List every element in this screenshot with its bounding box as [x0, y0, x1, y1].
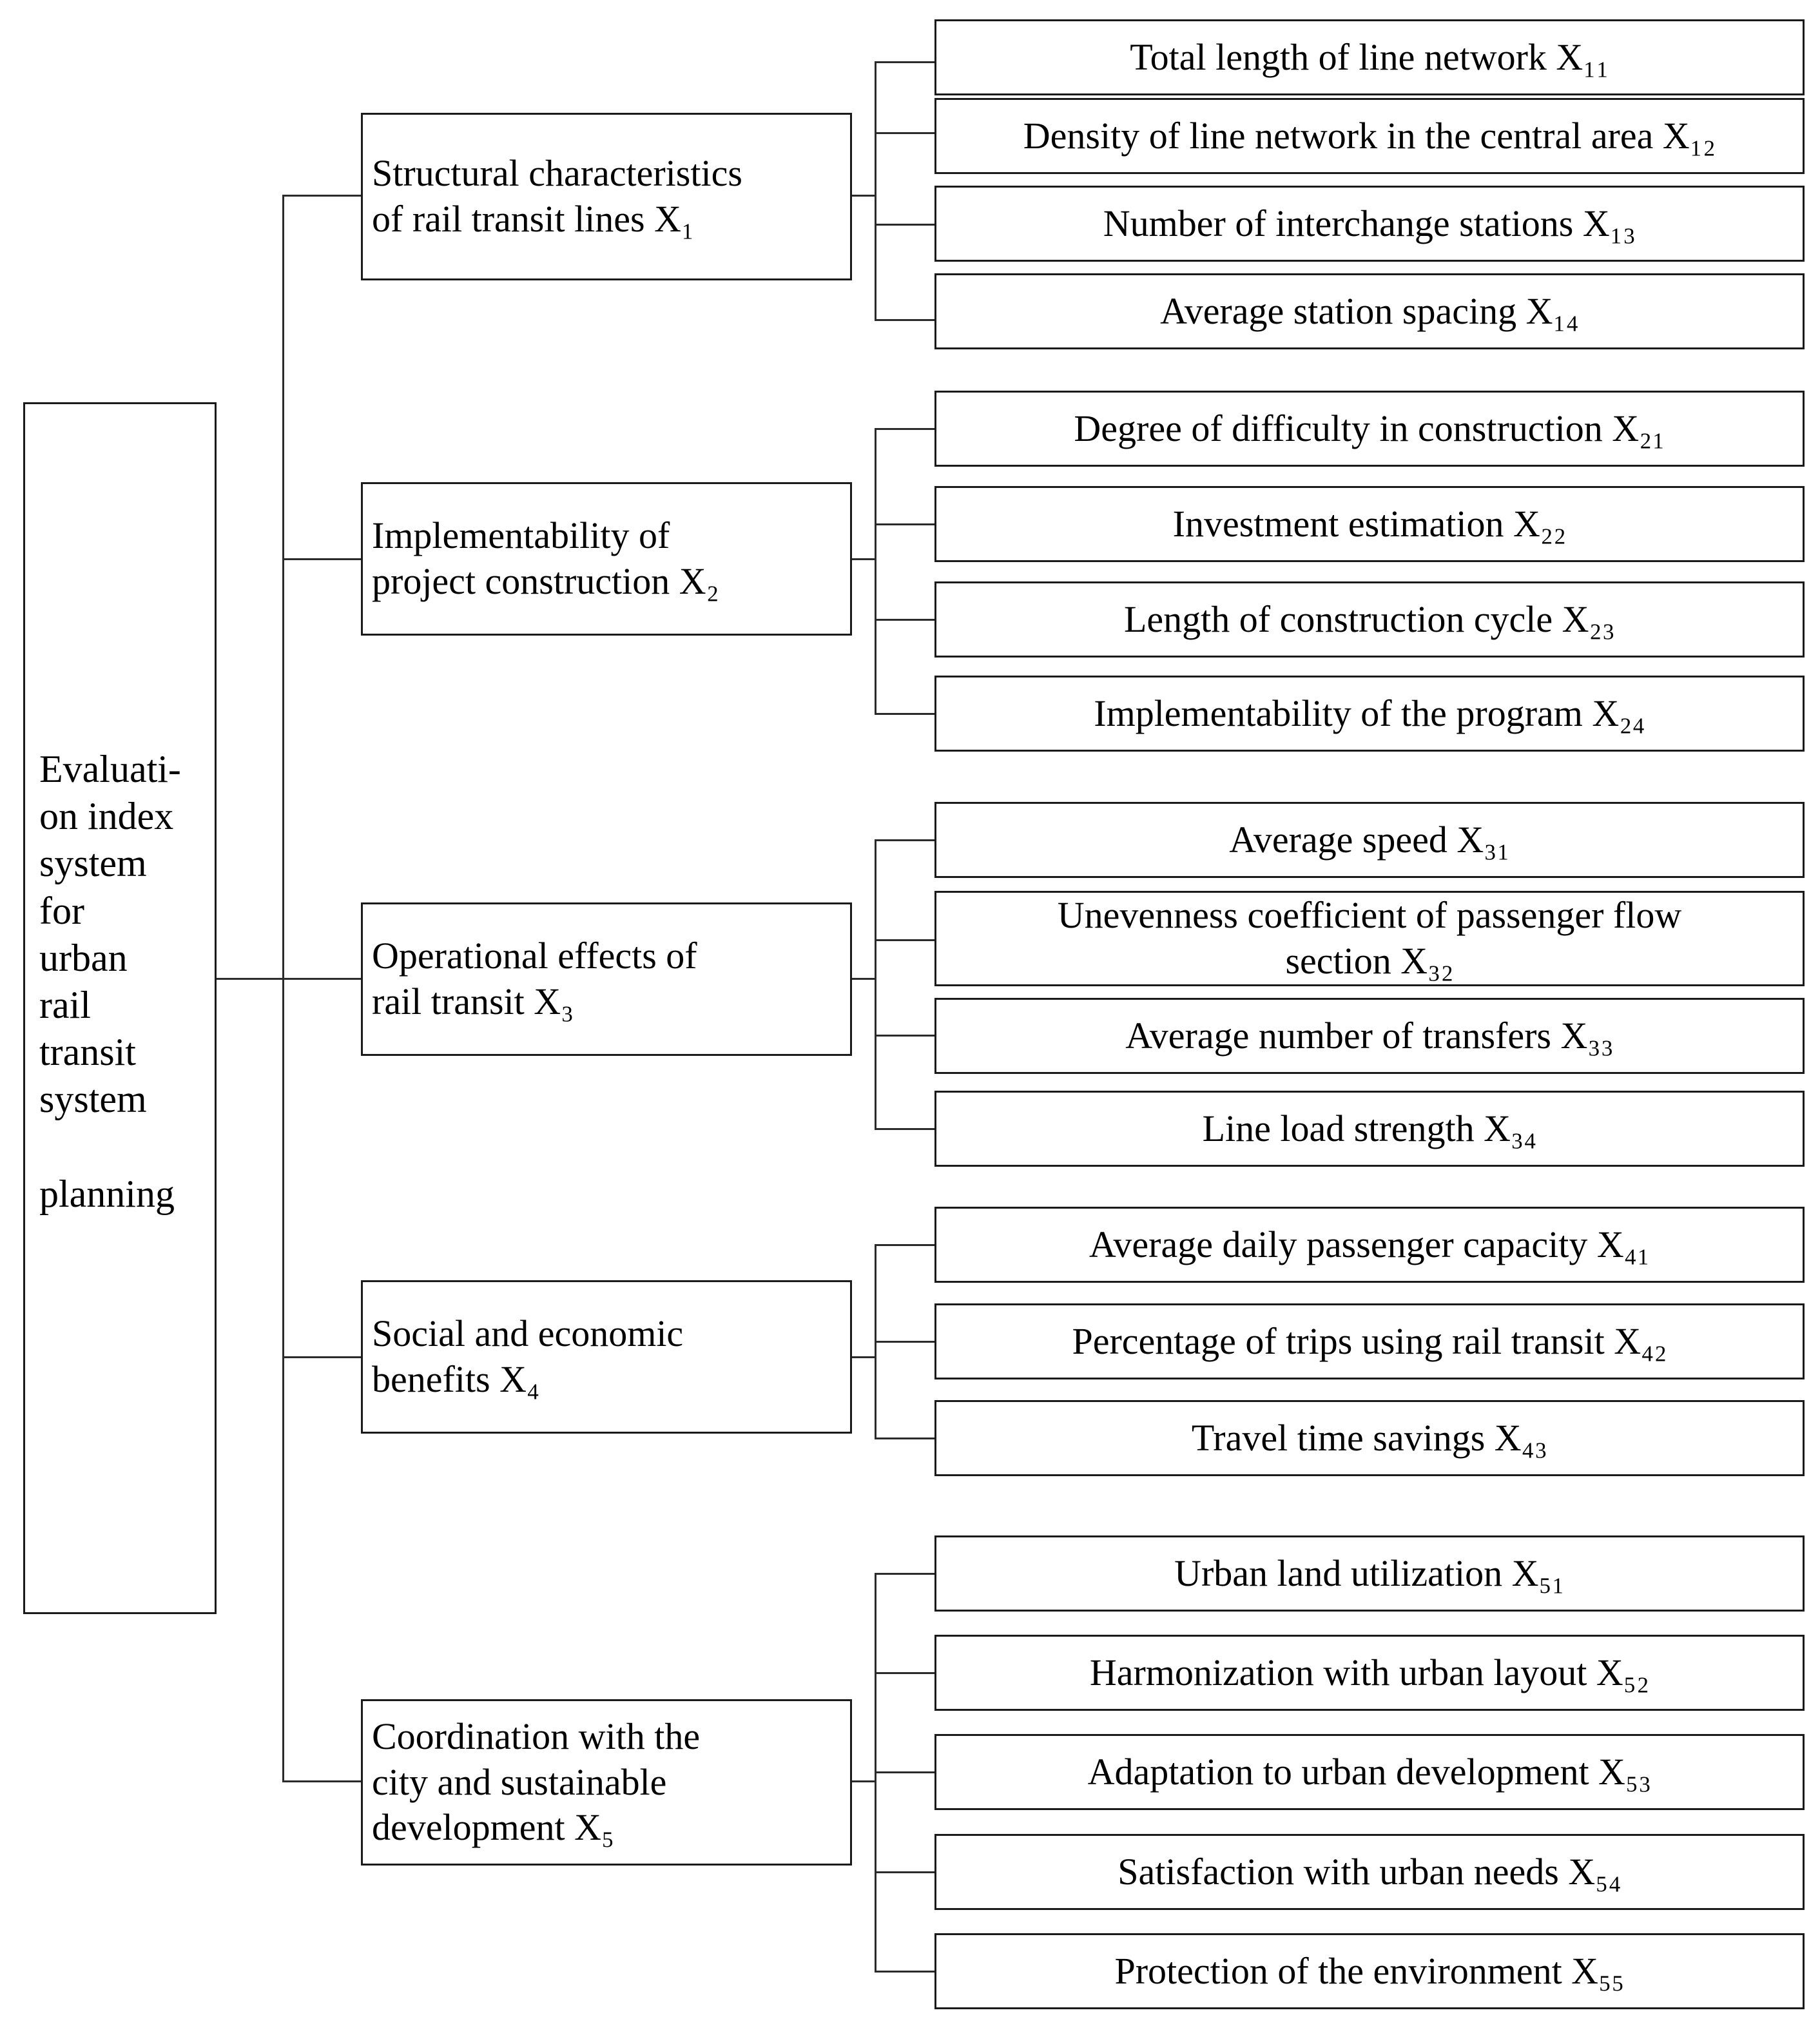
index-node-x13[interactable]: Number of interchange stations X₁₃: [934, 186, 1805, 262]
index-node-x22-label: Investment estimation X₂₂: [1172, 502, 1567, 545]
connector-x4-to-x41: [875, 1244, 936, 1246]
connector-root-to-trunk: [217, 978, 284, 980]
connector-x2-to-x22: [875, 523, 936, 525]
index-node-x24[interactable]: Implementability of the program X₂₄: [934, 676, 1805, 752]
connector-x2-to-x21: [875, 428, 936, 430]
group-node-x4[interactable]: Social and economic benefits X₄: [361, 1280, 852, 1434]
index-node-x51[interactable]: Urban land utilization X₅₁: [934, 1535, 1805, 1612]
index-node-x14[interactable]: Average station spacing X₁₄: [934, 273, 1805, 349]
connector-x2-subtrunk: [875, 428, 876, 713]
index-node-x53[interactable]: Adaptation to urban development X₅₃: [934, 1734, 1805, 1810]
connector-x1-stub: [852, 195, 876, 197]
index-node-x31[interactable]: Average speed X₃₁: [934, 802, 1805, 878]
connector-x1-to-x12: [875, 132, 936, 134]
connector-trunk-to-x2: [282, 558, 362, 560]
group-node-x3-label: Operational effects of rail transit X₃: [372, 935, 697, 1022]
index-node-x33-label: Average number of transfers X₃₃: [1125, 1014, 1614, 1057]
connector-x5-to-x52: [875, 1672, 936, 1674]
index-node-x43-label: Travel time savings X₄₃: [1191, 1416, 1548, 1459]
index-node-x12[interactable]: Density of line network in the central a…: [934, 98, 1805, 174]
index-node-x55[interactable]: Protection of the environment X₅₅: [934, 1933, 1805, 2009]
group-node-x2-label: Implementability of project construction…: [372, 514, 719, 602]
index-node-x52-label: Harmonization with urban layout X₅₂: [1089, 1651, 1650, 1693]
connector-x5-stub: [852, 1780, 876, 1782]
connector-x3-to-x32: [875, 939, 936, 941]
connector-trunk-to-x1: [282, 195, 362, 197]
connector-main-trunk: [282, 195, 284, 1782]
connector-x1-to-x14: [875, 319, 936, 321]
index-node-x34[interactable]: Line load strength X₃₄: [934, 1091, 1805, 1167]
index-node-x54-label: Satisfaction with urban needs X₅₄: [1118, 1850, 1622, 1893]
group-node-x2[interactable]: Implementability of project construction…: [361, 482, 852, 636]
connector-x5-to-x54: [875, 1871, 936, 1873]
connector-x4-stub: [852, 1356, 876, 1358]
root-node[interactable]: Evaluati- on index system for urban rail…: [23, 402, 217, 1614]
index-node-x53-label: Adaptation to urban development X₅₃: [1087, 1750, 1652, 1793]
connector-x5-to-x51: [875, 1573, 936, 1575]
connector-x1-to-x13: [875, 224, 936, 226]
index-node-x11-label: Total length of line network X₁₁: [1130, 35, 1609, 78]
connector-x1-to-x11: [875, 61, 936, 63]
connector-x4-to-x43: [875, 1437, 936, 1439]
index-node-x11[interactable]: Total length of line network X₁₁: [934, 19, 1805, 95]
index-node-x55-label: Protection of the environment X₅₅: [1114, 1949, 1625, 1992]
index-node-x12-label: Density of line network in the central a…: [1023, 114, 1716, 157]
connector-x3-to-x34: [875, 1128, 936, 1130]
group-node-x5[interactable]: Coordination with the city and sustainab…: [361, 1699, 852, 1866]
index-node-x23-label: Length of construction cycle X₂₃: [1124, 598, 1615, 640]
index-node-x22[interactable]: Investment estimation X₂₂: [934, 486, 1805, 562]
index-node-x51-label: Urban land utilization X₅₁: [1174, 1552, 1565, 1594]
index-node-x41[interactable]: Average daily passenger capacity X₄₁: [934, 1207, 1805, 1283]
index-node-x14-label: Average station spacing X₁₄: [1160, 289, 1579, 332]
index-node-x43[interactable]: Travel time savings X₄₃: [934, 1400, 1805, 1476]
connector-x2-stub: [852, 558, 876, 560]
connector-x2-to-x24: [875, 713, 936, 715]
connector-x3-to-x31: [875, 839, 936, 841]
index-node-x54[interactable]: Satisfaction with urban needs X₅₄: [934, 1834, 1805, 1910]
index-node-x42-label: Percentage of trips using rail transit X…: [1072, 1320, 1667, 1362]
index-node-x21-label: Degree of difficulty in construction X₂₁: [1074, 407, 1665, 449]
connector-x3-stub: [852, 978, 876, 980]
index-node-x52[interactable]: Harmonization with urban layout X₅₂: [934, 1635, 1805, 1711]
index-node-x31-label: Average speed X₃₁: [1229, 818, 1510, 861]
connector-trunk-to-x3: [282, 978, 362, 980]
connector-x4-to-x42: [875, 1341, 936, 1343]
group-node-x1-label: Structural characteristics of rail trans…: [372, 152, 742, 240]
index-node-x24-label: Implementability of the program X₂₄: [1094, 692, 1645, 734]
index-node-x32-label: Unevenness coefficient of passenger flow…: [1057, 894, 1682, 982]
connector-x5-to-x53: [875, 1771, 936, 1773]
connector-trunk-to-x5: [282, 1780, 362, 1782]
connector-x3-to-x33: [875, 1035, 936, 1037]
index-node-x13-label: Number of interchange stations X₁₃: [1103, 202, 1636, 244]
index-node-x32[interactable]: Unevenness coefficient of passenger flow…: [934, 891, 1805, 986]
group-node-x3[interactable]: Operational effects of rail transit X₃: [361, 902, 852, 1056]
group-node-x4-label: Social and economic benefits X₄: [372, 1312, 684, 1400]
index-node-x41-label: Average daily passenger capacity X₄₁: [1089, 1223, 1651, 1265]
connector-x5-to-x55: [875, 1971, 936, 1973]
group-node-x5-label: Coordination with the city and sustainab…: [372, 1715, 701, 1849]
connector-x1-subtrunk: [875, 61, 876, 319]
connector-x2-to-x23: [875, 619, 936, 621]
index-node-x21[interactable]: Degree of difficulty in construction X₂₁: [934, 391, 1805, 467]
index-node-x34-label: Line load strength X₃₄: [1202, 1107, 1537, 1149]
index-node-x33[interactable]: Average number of transfers X₃₃: [934, 998, 1805, 1074]
root-node-label: Evaluati- on index system for urban rail…: [39, 748, 181, 1215]
connector-x3-subtrunk: [875, 839, 876, 1128]
connector-trunk-to-x4: [282, 1356, 362, 1358]
group-node-x1[interactable]: Structural characteristics of rail trans…: [361, 113, 852, 280]
index-node-x23[interactable]: Length of construction cycle X₂₃: [934, 581, 1805, 658]
index-node-x42[interactable]: Percentage of trips using rail transit X…: [934, 1303, 1805, 1379]
